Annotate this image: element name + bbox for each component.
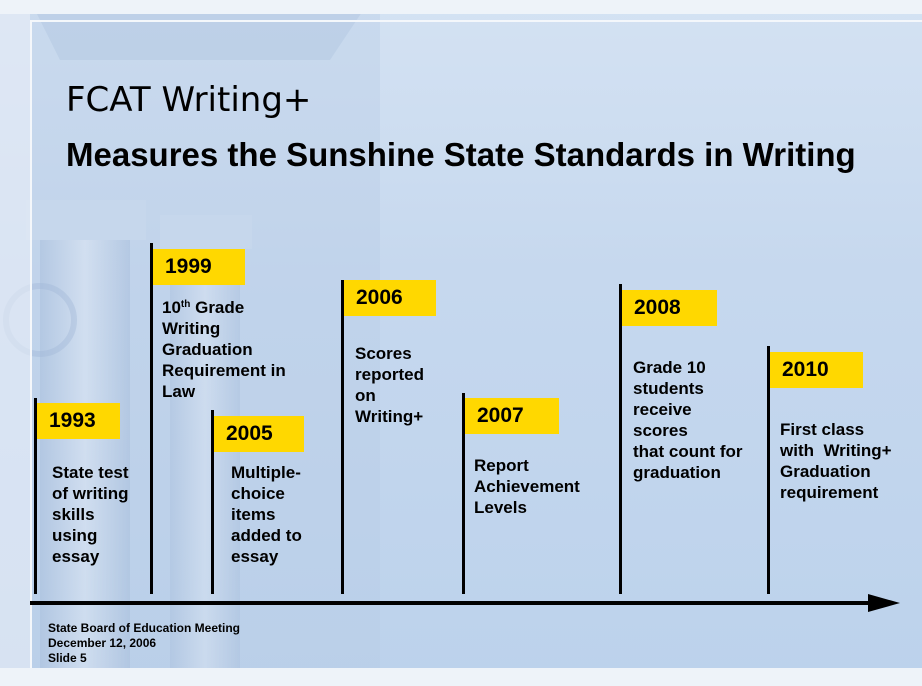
- milestone-line: choice: [231, 484, 285, 503]
- year-badge-2010: 2010: [770, 352, 863, 388]
- milestone-text-1993: State test of writing skills using essay: [52, 462, 129, 567]
- milestone-line: Achievement: [474, 477, 580, 496]
- milestone-line: receive: [633, 400, 692, 419]
- milestone-text-2006: Scores reported on Writing+: [355, 343, 424, 427]
- slide-subtitle: Measures the Sunshine State Standards in…: [66, 136, 856, 173]
- year-badge-1999: 1999: [153, 249, 245, 285]
- milestone-text-2005: Multiple- choice items added to essay: [231, 462, 302, 567]
- timeline-marker-2006: [341, 280, 344, 594]
- milestone-line: requirement: [780, 483, 879, 502]
- timeline-marker-2005: [211, 410, 214, 594]
- milestone-line: on: [355, 386, 376, 405]
- milestone-line: with Writing+: [780, 441, 892, 460]
- milestone-line: that count for: [633, 442, 743, 461]
- milestone-line: scores: [633, 421, 688, 440]
- milestone-text-1999: 10th Grade Writing Graduation Requiremen…: [162, 297, 286, 402]
- milestone-line: students: [633, 379, 704, 398]
- milestone-line: Requirement in: [162, 361, 286, 380]
- milestone-line: State test: [52, 463, 129, 482]
- milestone-text-2010: First class with Writing+ Graduation req…: [780, 419, 892, 503]
- milestone-line: Report: [474, 456, 529, 475]
- milestone-line: using: [52, 526, 98, 545]
- milestone-line: of writing: [52, 484, 129, 503]
- frame-left: [0, 0, 30, 686]
- timeline-axis-arrow: [30, 594, 900, 612]
- ordinal-suffix: th: [180, 299, 191, 310]
- frame-line-left: [30, 20, 32, 668]
- milestone-text-2008: Grade 10 students receive scores that co…: [633, 357, 743, 483]
- milestone-line: Law: [162, 382, 196, 401]
- milestone-line: 10th Grade: [162, 298, 245, 317]
- timeline-marker-1999: [150, 243, 153, 594]
- milestone-line: graduation: [633, 463, 721, 482]
- year-badge-2006: 2006: [344, 280, 436, 316]
- year-badge-2005: 2005: [214, 416, 304, 452]
- frame-bottom: [0, 668, 922, 686]
- timeline-marker-1993: [34, 398, 37, 594]
- milestone-line: First class: [780, 420, 865, 439]
- column-background-image: [0, 0, 380, 686]
- year-badge-1993: 1993: [37, 403, 120, 439]
- timeline-marker-2008: [619, 284, 622, 594]
- footer-slide-number: Slide 5: [48, 651, 87, 665]
- frame-line-top: [30, 20, 922, 22]
- milestone-line: items: [231, 505, 276, 524]
- milestone-line: Writing: [162, 319, 221, 338]
- footer-date: December 12, 2006: [48, 636, 157, 650]
- frame-top: [0, 0, 922, 14]
- milestone-line: Multiple-: [231, 463, 301, 482]
- milestone-line: reported: [355, 365, 424, 384]
- year-badge-2008: 2008: [622, 290, 717, 326]
- milestone-line: Levels: [474, 498, 527, 517]
- slide-title: FCAT Writing+: [66, 80, 312, 120]
- milestone-line: essay: [52, 547, 100, 566]
- milestone-line: Graduation: [780, 462, 871, 481]
- milestone-line: Grade 10: [633, 358, 706, 377]
- milestone-line: skills: [52, 505, 95, 524]
- milestone-line: Scores: [355, 344, 412, 363]
- milestone-line: added to: [231, 526, 302, 545]
- milestone-text-2007: Report Achievement Levels: [474, 455, 580, 518]
- milestone-line: Graduation: [162, 340, 253, 359]
- milestone-line: essay: [231, 547, 279, 566]
- footer-meeting: State Board of Education Meeting: [48, 621, 241, 635]
- timeline-marker-2010: [767, 346, 770, 594]
- year-badge-2007: 2007: [465, 398, 559, 434]
- slide-footer: State Board of Education Meeting Decembe…: [48, 621, 240, 666]
- timeline-marker-2007: [462, 393, 465, 594]
- milestone-line: Writing+: [355, 407, 424, 426]
